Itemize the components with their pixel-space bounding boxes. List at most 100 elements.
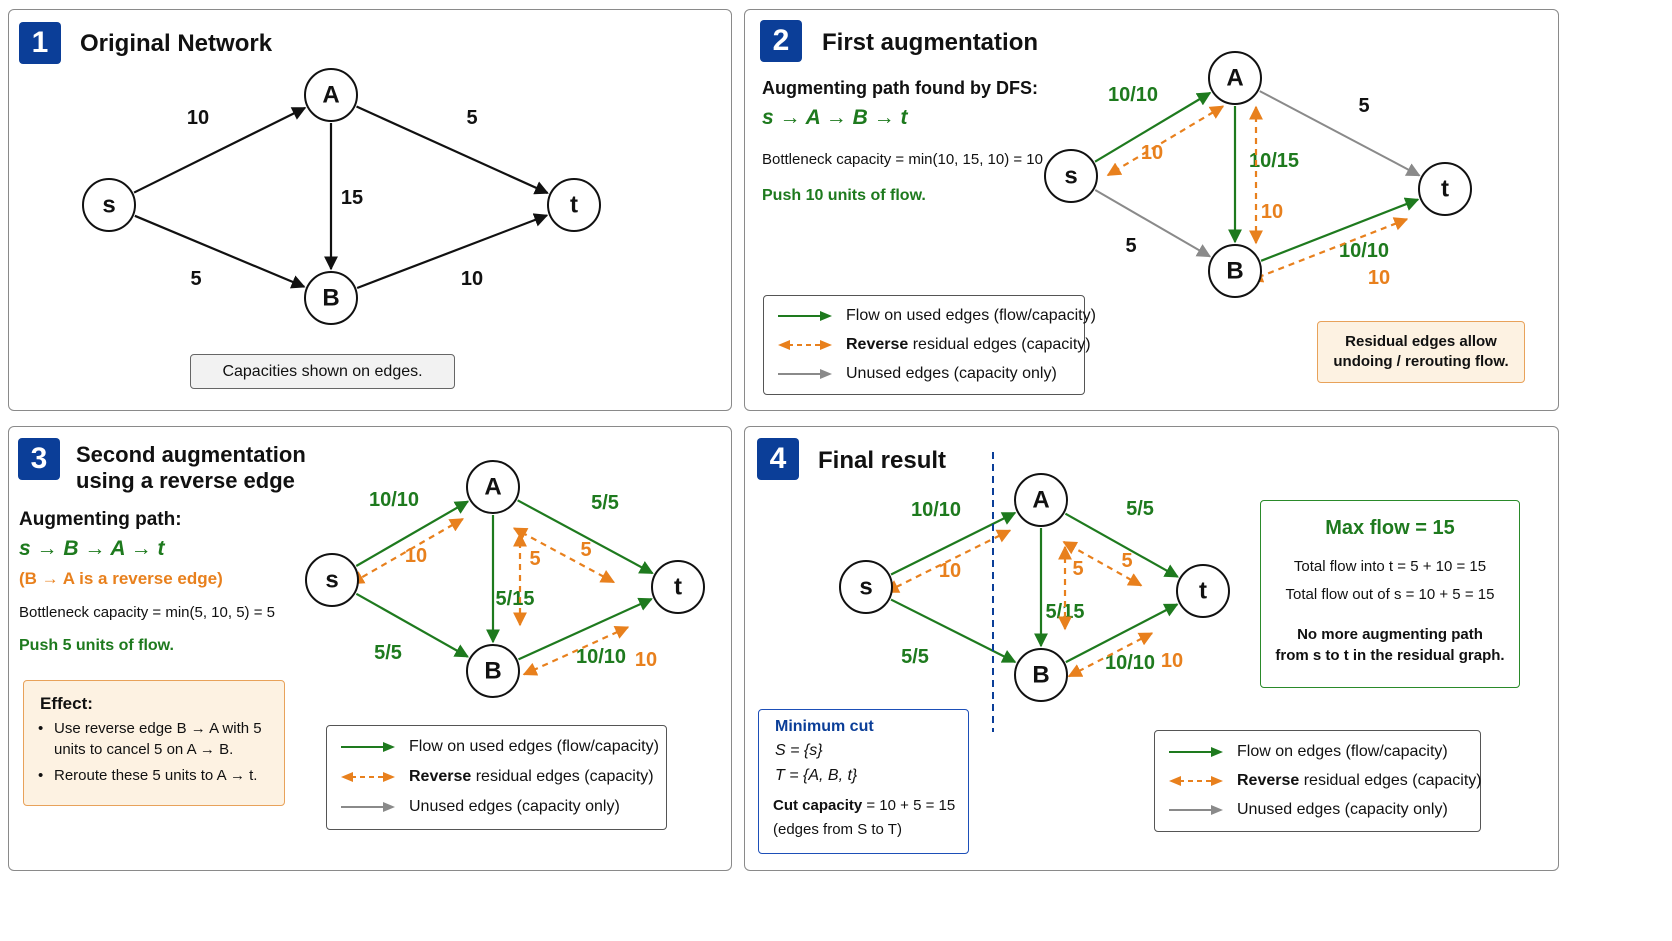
edge-label-s-A: 10 [187,107,209,129]
node-label-B: B [1226,258,1243,285]
orange-dashed-arrow-icon [778,340,832,350]
node-label-A: A [322,82,339,109]
step-badge-2: 2 [760,20,802,62]
edge-label-A-B: 5/15 [496,588,535,610]
node-s [839,560,893,614]
edge-label-s-B: 5/5 [901,646,929,668]
node-B [466,644,520,698]
residual-note-line2: undoing / rerouting flow. [1333,353,1509,370]
node-t [1418,162,1472,216]
node-label-A: A [1032,487,1049,514]
augmenting-path: s → B → A → t [19,537,165,560]
node-label-A: A [484,474,501,501]
edge-t-A-reverse [512,527,616,584]
legend-reverse: Reverse residual edges (capacity) [1169,772,1482,790]
orange-dashed-arrow-icon [1169,776,1223,786]
node-label-s: s [1064,163,1077,190]
cut-capacity: Cut capacity = 10 + 5 = 15 [773,797,955,814]
legend-unused-label: Unused edges (capacity only) [1237,801,1448,818]
node-B [1014,648,1068,702]
legend-panel-4: Flow on edges (flow/capacity) Reverse re… [1154,730,1482,832]
path-heading: Augmenting path found by DFS: [762,78,1038,98]
edge-label-A-t: 5/5 [591,492,619,514]
effect-bullet-1: • [38,720,44,737]
node-s [1044,149,1098,203]
residual-note: Residual edges allow undoing / rerouting… [1317,321,1525,383]
edge-label-B-A: 5 [529,548,540,570]
edge-label-A-s: 10 [1141,142,1163,164]
minimum-cut-box: Minimum cut S = {s} T = {A, B, t} Cut ca… [758,709,969,854]
edge-label-A-s: 10 [405,545,427,567]
step-badge-3: 3 [18,438,60,480]
max-flow-box: Max flow = 15 Total flow into t = 5 + 10… [1260,500,1520,688]
legend-unused: Unused edges (capacity only) [778,365,1057,383]
node-A [304,68,358,122]
node-label-B: B [1032,662,1049,689]
effect-bullet-2: • [38,767,44,784]
no-more-path-line2: from s to t in the residual graph. [1275,647,1505,664]
panel-3-title-line1: Second augmentation [76,442,306,467]
legend-unused-label: Unused edges (capacity only) [409,798,620,815]
edge-A-t-capacity [356,105,549,195]
legend-reverse: Reverse residual edges (capacity) [778,336,1091,354]
edge-label-t-B: 10 [635,649,657,671]
edge-label-B-t: 10/10 [1339,240,1389,262]
node-label-s: s [102,192,115,219]
edge-label-A-s: 10 [939,560,961,582]
legend-reverse-bold: Reverse [409,768,472,785]
edge-label-B-A: 10 [1261,201,1283,223]
node-B [304,271,358,325]
edge-label-A-t: 5/5 [1126,498,1154,520]
cut-edges-note: (edges from S to T) [773,821,902,838]
bottleneck-text: Bottleneck capacity = min(5, 10, 5) = 5 [19,604,275,621]
edge-label-A-t: 5 [466,107,477,129]
effect-item-1-line1: Use reverse edge B → A with 5 [54,720,262,737]
node-s [305,553,359,607]
gray-arrow-icon [778,369,832,379]
edge-label-B-t: 10/10 [576,646,626,668]
caption-text: Capacities shown on edges. [222,362,423,380]
min-cut-title: Minimum cut [775,718,874,735]
green-arrow-icon [1169,747,1223,757]
edge-label-s-A: 10/10 [369,489,419,511]
panel-1-caption: Capacities shown on edges. [190,354,455,389]
legend-panel-2: Flow on used edges (flow/capacity) Rever… [763,295,1096,395]
push-text: Push 5 units of flow. [19,637,174,654]
effect-item-1-line2: units to cancel 5 on A → B. [54,741,234,758]
no-more-path-line1: No more augmenting path [1297,626,1483,643]
cut-capacity-label: Cut capacity [773,797,863,814]
node-label-B: B [322,285,339,312]
gray-arrow-icon [341,802,395,812]
node-label-t: t [570,192,578,219]
cut-set-T: T = {A, B, t} [775,767,858,784]
node-label-A: A [1226,65,1243,92]
edge-label-B-t: 10/10 [1105,652,1155,674]
step-badge-1: 1 [19,22,61,64]
edge-label-B-A: 5 [1072,558,1083,580]
node-s [82,178,136,232]
legend-flow-label: Flow on used edges (flow/capacity) [846,307,1096,324]
reverse-edge-note: (B → A is a reverse edge) [19,569,223,588]
push-text: Push 10 units of flow. [762,187,926,204]
panel-3-title-line2: using a reverse edge [76,468,295,493]
cut-capacity-value: = 10 + 5 = 15 [862,797,956,814]
residual-note-line1: Residual edges allow [1345,333,1497,350]
cut-set-S: S = {s} [775,742,823,759]
legend-panel-3: Flow on used edges (flow/capacity) Rever… [326,725,667,830]
edge-s-B-capacity [134,214,306,289]
edge-label-t-B: 10 [1368,267,1390,289]
edge-t-B-reverse [522,626,630,676]
edge-t-B-reverse [1067,632,1154,678]
node-t [1176,564,1230,618]
legend-reverse-rest: residual edges (capacity) [908,336,1091,353]
node-label-t: t [674,574,682,601]
node-A [466,460,520,514]
bottleneck-text: Bottleneck capacity = min(10, 15, 10) = … [762,151,1043,168]
legend-reverse-rest: residual edges (capacity) [1299,772,1482,789]
panel-4-title: Final result [818,447,947,474]
node-A [1014,473,1068,527]
